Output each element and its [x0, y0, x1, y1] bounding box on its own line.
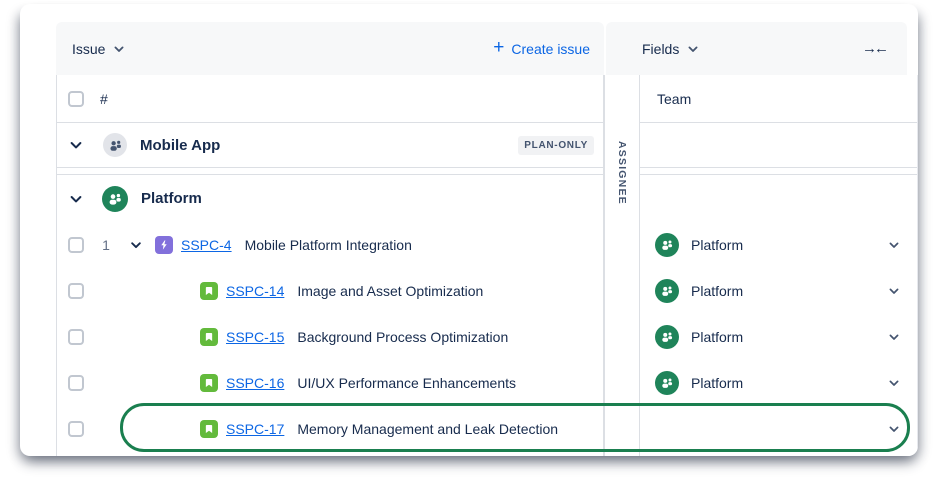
- issue-title: Background Process Optimization: [297, 329, 509, 345]
- issues-panel-body: # Mobile App PLAN-ONLY Platform: [56, 75, 604, 456]
- issue-title: Mobile Platform Integration: [244, 237, 412, 253]
- team-name: Platform: [691, 237, 744, 253]
- team-select-sspc-15[interactable]: Platform: [640, 314, 917, 360]
- collapse-fields-button[interactable]: →←: [862, 40, 889, 57]
- team-select-sspc-16[interactable]: Platform: [640, 360, 917, 406]
- issue-dropdown-label: Issue: [72, 40, 106, 57]
- issue-row-sspc-14: SSPC-14 Image and Asset Optimization: [57, 268, 603, 314]
- issue-key-link[interactable]: SSPC-17: [226, 421, 285, 437]
- issues-panel-header: Issue + Create issue: [56, 22, 604, 75]
- team-name: Platform: [691, 375, 744, 391]
- assignee-column-label: ASSIGNEE: [616, 141, 628, 205]
- group-row-platform[interactable]: Platform: [57, 174, 603, 222]
- chevron-down-icon[interactable]: [67, 190, 85, 208]
- issue-title: Memory Management and Leak Detection: [297, 421, 559, 437]
- issue-title: Image and Asset Optimization: [297, 283, 484, 299]
- team-select-sspc-4[interactable]: Platform: [640, 222, 917, 268]
- team-avatar-platform: [655, 371, 679, 395]
- story-icon: [200, 328, 218, 346]
- fields-dropdown-label: Fields: [642, 40, 680, 57]
- plus-icon: +: [493, 37, 505, 58]
- plan-only-badge: PLAN-ONLY: [518, 135, 594, 155]
- issue-row-sspc-15: SSPC-15 Background Process Optimization: [57, 314, 603, 360]
- select-all-checkbox[interactable]: [68, 90, 84, 107]
- story-icon: [200, 420, 218, 438]
- team-avatar-platform: [655, 325, 679, 349]
- issue-key-link[interactable]: SSPC-16: [226, 375, 285, 391]
- row-number: 1: [102, 237, 110, 253]
- issue-dropdown[interactable]: Issue: [72, 41, 126, 57]
- issue-key-link[interactable]: SSPC-15: [226, 329, 285, 345]
- story-icon: [200, 282, 218, 300]
- chevron-down-icon: [887, 330, 901, 344]
- row-checkbox[interactable]: [68, 375, 84, 391]
- chevron-down-icon: [112, 42, 126, 56]
- team-column-header: Team: [640, 75, 917, 123]
- group-label: Platform: [141, 190, 202, 207]
- issue-row-sspc-16: SSPC-16 UI/UX Performance Enhancements: [57, 360, 603, 406]
- team-select-sspc-14[interactable]: Platform: [640, 268, 917, 314]
- issue-key-link[interactable]: SSPC-14: [226, 283, 285, 299]
- arrow-left-icon: ←: [874, 40, 889, 57]
- team-cell-empty: [640, 123, 917, 168]
- issue-key-link[interactable]: SSPC-4: [181, 237, 232, 253]
- team-avatar-mobile-app: [103, 133, 127, 157]
- issue-title: UI/UX Performance Enhancements: [297, 375, 517, 391]
- issue-row-sspc-17: SSPC-17 Memory Management and Leak Detec…: [57, 406, 603, 452]
- chevron-down-icon: [887, 238, 901, 252]
- number-column-header: #: [100, 90, 108, 107]
- team-avatar-platform: [655, 233, 679, 257]
- team-cell-empty: [640, 174, 917, 222]
- column-header-row: #: [57, 75, 603, 123]
- row-checkbox[interactable]: [68, 237, 84, 253]
- plan-table-window: Issue + Create issue Fields →← #: [20, 4, 918, 456]
- collapsed-assignee-column[interactable]: ASSIGNEE: [604, 75, 640, 456]
- group-row-mobile-app[interactable]: Mobile App PLAN-ONLY: [57, 123, 603, 168]
- team-select-sspc-17[interactable]: [640, 406, 917, 452]
- team-avatar-platform: [655, 279, 679, 303]
- chevron-down-icon[interactable]: [127, 236, 145, 254]
- chevron-down-icon[interactable]: [67, 136, 85, 154]
- fields-dropdown[interactable]: Fields: [642, 41, 700, 57]
- group-label: Mobile App: [140, 136, 221, 154]
- team-column: Team Platform Platform Platfo: [640, 75, 918, 456]
- epic-icon: [155, 236, 173, 254]
- create-issue-label: Create issue: [511, 40, 590, 57]
- create-issue-button[interactable]: + Create issue: [493, 37, 590, 58]
- row-checkbox[interactable]: [68, 283, 84, 299]
- team-avatar-platform: [102, 185, 128, 212]
- team-name: Platform: [691, 283, 744, 299]
- fields-panel-header: Fields →←: [606, 22, 907, 75]
- team-name: Platform: [691, 329, 744, 345]
- chevron-down-icon: [686, 42, 700, 56]
- chevron-down-icon: [887, 422, 901, 436]
- arrow-right-icon: →: [862, 40, 877, 57]
- row-checkbox[interactable]: [68, 421, 84, 437]
- chevron-down-icon: [887, 284, 901, 298]
- story-icon: [200, 374, 218, 392]
- row-checkbox[interactable]: [68, 329, 84, 345]
- chevron-down-icon: [887, 376, 901, 390]
- issue-row-sspc-4: 1 SSPC-4 Mobile Platform Integration: [57, 222, 603, 268]
